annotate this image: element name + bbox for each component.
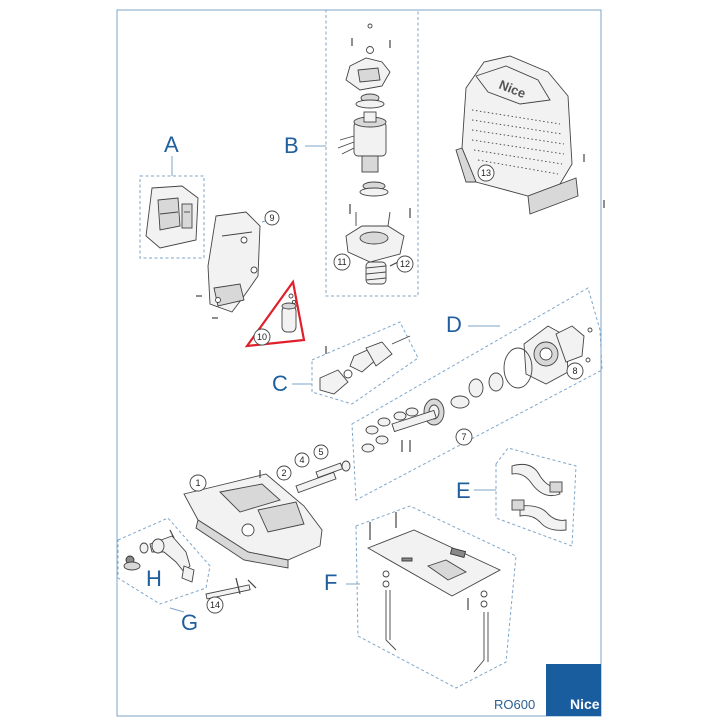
group-d-box — [351, 287, 603, 501]
gearbox-part — [361, 325, 593, 453]
part-14-callout — [206, 596, 224, 614]
part-11-number: 11 — [337, 257, 346, 267]
brand-logo: Nice — [570, 696, 600, 712]
group-e-label: E — [456, 478, 471, 503]
group-h-label: H — [146, 566, 162, 591]
part-7-number: 7 — [461, 432, 466, 442]
part-13-number: 13 — [481, 168, 491, 178]
part-4-number: 4 — [299, 455, 304, 465]
part-11-callout — [333, 253, 351, 271]
release-pin-part — [295, 460, 351, 494]
group-g-box — [117, 517, 211, 605]
group-b-box — [325, 9, 419, 297]
handle-part — [511, 463, 567, 531]
group-e-box — [495, 447, 577, 547]
part-14-number: 14 — [210, 600, 220, 610]
part-13-callout — [477, 164, 495, 182]
part-4-callout — [294, 452, 310, 468]
part-9-callout — [264, 210, 280, 226]
part-8-callout — [566, 362, 584, 380]
part-5-number: 5 — [318, 447, 323, 457]
part-2-number: 2 — [281, 468, 286, 478]
group-a-label: A — [164, 132, 179, 157]
part-8-number: 8 — [572, 366, 577, 376]
motor-assembly-part — [337, 23, 411, 285]
part-1-number: 1 — [195, 478, 200, 488]
key-pin-part — [205, 577, 257, 600]
part-12-callout — [396, 255, 414, 273]
part-12-number: 12 — [400, 259, 410, 269]
group-b-label: B — [284, 133, 299, 158]
base-housing-part — [183, 470, 323, 569]
part-10-number: 10 — [257, 332, 267, 342]
drawing-code: RO600 — [494, 697, 535, 712]
group-f-box — [355, 505, 517, 689]
group-a-box — [139, 175, 205, 259]
part-5-callout — [313, 444, 329, 460]
control-board-part — [145, 185, 199, 249]
group-c-box — [311, 321, 419, 405]
motor-cover-part: Nice — [455, 55, 605, 215]
group-c-label: C — [272, 371, 288, 396]
foundation-plate-part — [366, 512, 502, 673]
part-7-callout — [455, 428, 473, 446]
limit-switch-part — [319, 335, 411, 395]
capacitor-part — [281, 293, 297, 333]
group-f-label: F — [324, 570, 337, 595]
part-2-callout — [276, 465, 292, 481]
release-key-part — [123, 529, 195, 583]
group-g-leader — [169, 607, 185, 613]
part-1-callout — [189, 474, 207, 492]
brand-block — [546, 664, 601, 716]
control-bracket-part — [196, 211, 261, 319]
part-10-highlight — [244, 279, 306, 348]
group-g-label: G — [181, 610, 198, 635]
part-9-number: 9 — [269, 213, 274, 223]
part-10-callout — [253, 328, 271, 346]
group-d-label: D — [446, 312, 462, 337]
